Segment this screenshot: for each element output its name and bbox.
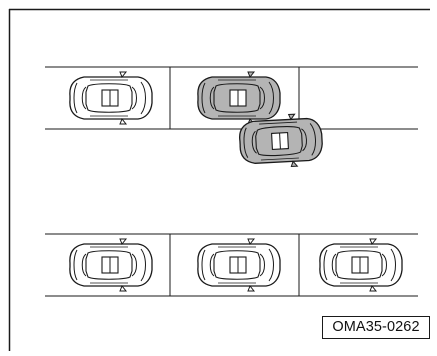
bottom-row-car-1	[69, 238, 153, 292]
top-row-car-1	[69, 71, 153, 125]
bottom-row-car-3	[319, 238, 403, 292]
top-row-car-2-highlighted	[197, 71, 281, 125]
maneuvering-car	[237, 112, 324, 170]
bottom-row-car-2	[197, 238, 281, 292]
figure-code-label: OMA35-0262	[322, 316, 430, 339]
